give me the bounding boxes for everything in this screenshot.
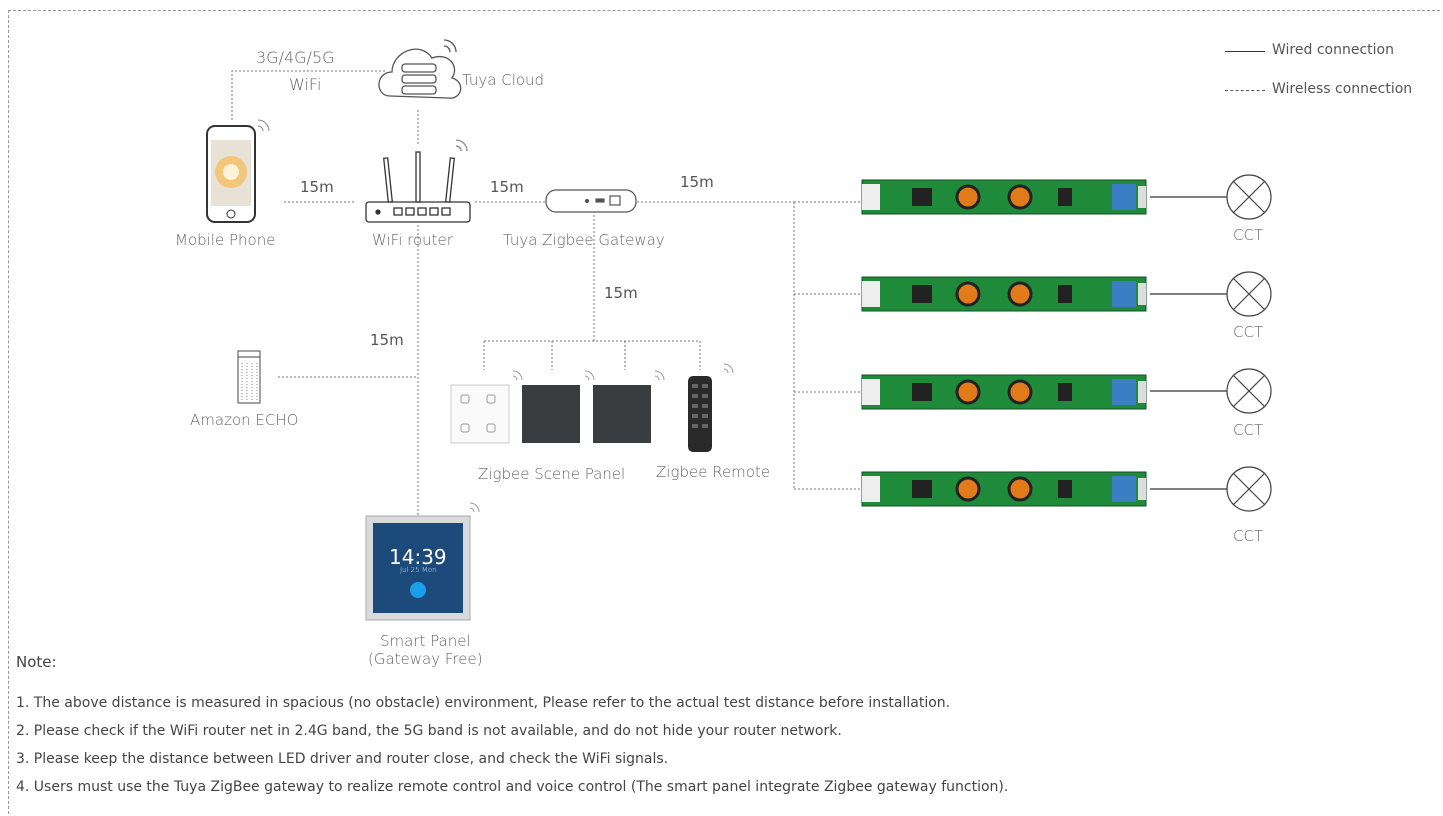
legend-wireless-line: [1225, 90, 1265, 91]
router-icon: [365, 139, 471, 223]
cct-label: CCT: [1233, 527, 1264, 545]
note-item: 3. Please keep the distance between LED …: [16, 751, 669, 767]
phone-icon: [206, 119, 270, 223]
router-label: WiFi router: [372, 231, 453, 249]
remote-icon: [688, 376, 712, 452]
cct-label: CCT: [1233, 323, 1264, 341]
cloud-icon: [378, 39, 462, 99]
wireless-links: [231, 70, 862, 515]
wired-links: [1150, 196, 1227, 490]
smart-panel-time: 14:39: [389, 545, 447, 569]
legend-wired-label: Wired connection: [1272, 42, 1394, 58]
scene-panel-dark-icon: [593, 385, 651, 443]
echo-icon: [237, 350, 261, 404]
led-driver-board: [861, 276, 1147, 312]
network-label: 3G/4G/5G: [256, 48, 335, 67]
remote-label: Zigbee Remote: [656, 463, 771, 481]
led-driver-board: [861, 471, 1147, 507]
diagram-frame: [8, 10, 1440, 814]
distance-phone-router: 15m: [300, 178, 334, 196]
led-driver-board: [861, 374, 1147, 410]
smart-panel-device: [365, 515, 471, 621]
led-driver-board: [861, 179, 1147, 215]
led-driver-boards: [861, 179, 1147, 507]
echo-label: Amazon ECHO: [190, 411, 299, 429]
smart-panel-sublabel: (Gateway Free): [368, 650, 483, 668]
cct-lamps: [1226, 174, 1272, 512]
cct-lamp-icon: [1226, 368, 1272, 414]
cct-lamp-icon: [1226, 174, 1272, 220]
cct-lamp-icon: [1226, 466, 1272, 512]
gateway-label: Tuya Zigbee Gateway: [503, 231, 665, 249]
scene-panel-white-icon: [450, 384, 510, 444]
note-item: 1. The above distance is measured in spa…: [16, 695, 951, 711]
smart-panel-date: Jul 25 Mon: [400, 566, 437, 574]
cct-label: CCT: [1233, 226, 1264, 244]
wifi-label: WiFi: [289, 75, 322, 94]
wifi-signal-icons: [469, 363, 734, 513]
scene-panel-dark-icon: [522, 385, 580, 443]
distance-gateway-drivers: 15m: [680, 173, 714, 191]
legend-wired-line: [1225, 51, 1265, 52]
cloud-label: Tuya Cloud: [462, 71, 545, 89]
legend-wireless-label: Wireless connection: [1272, 81, 1413, 97]
note-item: 4. Users must use the Tuya ZigBee gatewa…: [16, 779, 1009, 795]
note-item: 2. Please check if the WiFi router net i…: [16, 723, 842, 739]
cct-lamp-icon: [1226, 271, 1272, 317]
smart-panel-label: Smart Panel: [380, 632, 471, 650]
distance-gateway-panels: 15m: [604, 284, 638, 302]
link-phone-cloud: [231, 70, 385, 120]
distance-router-echo: 15m: [370, 331, 404, 349]
notes-title: Note:: [16, 653, 57, 671]
scene-panel-label: Zigbee Scene Panel: [478, 465, 626, 483]
cct-label: CCT: [1233, 421, 1264, 439]
scene-panels: [450, 363, 734, 513]
gateway-icon: [545, 189, 637, 213]
phone-label: Mobile Phone: [175, 231, 276, 249]
distance-router-gateway: 15m: [490, 178, 524, 196]
